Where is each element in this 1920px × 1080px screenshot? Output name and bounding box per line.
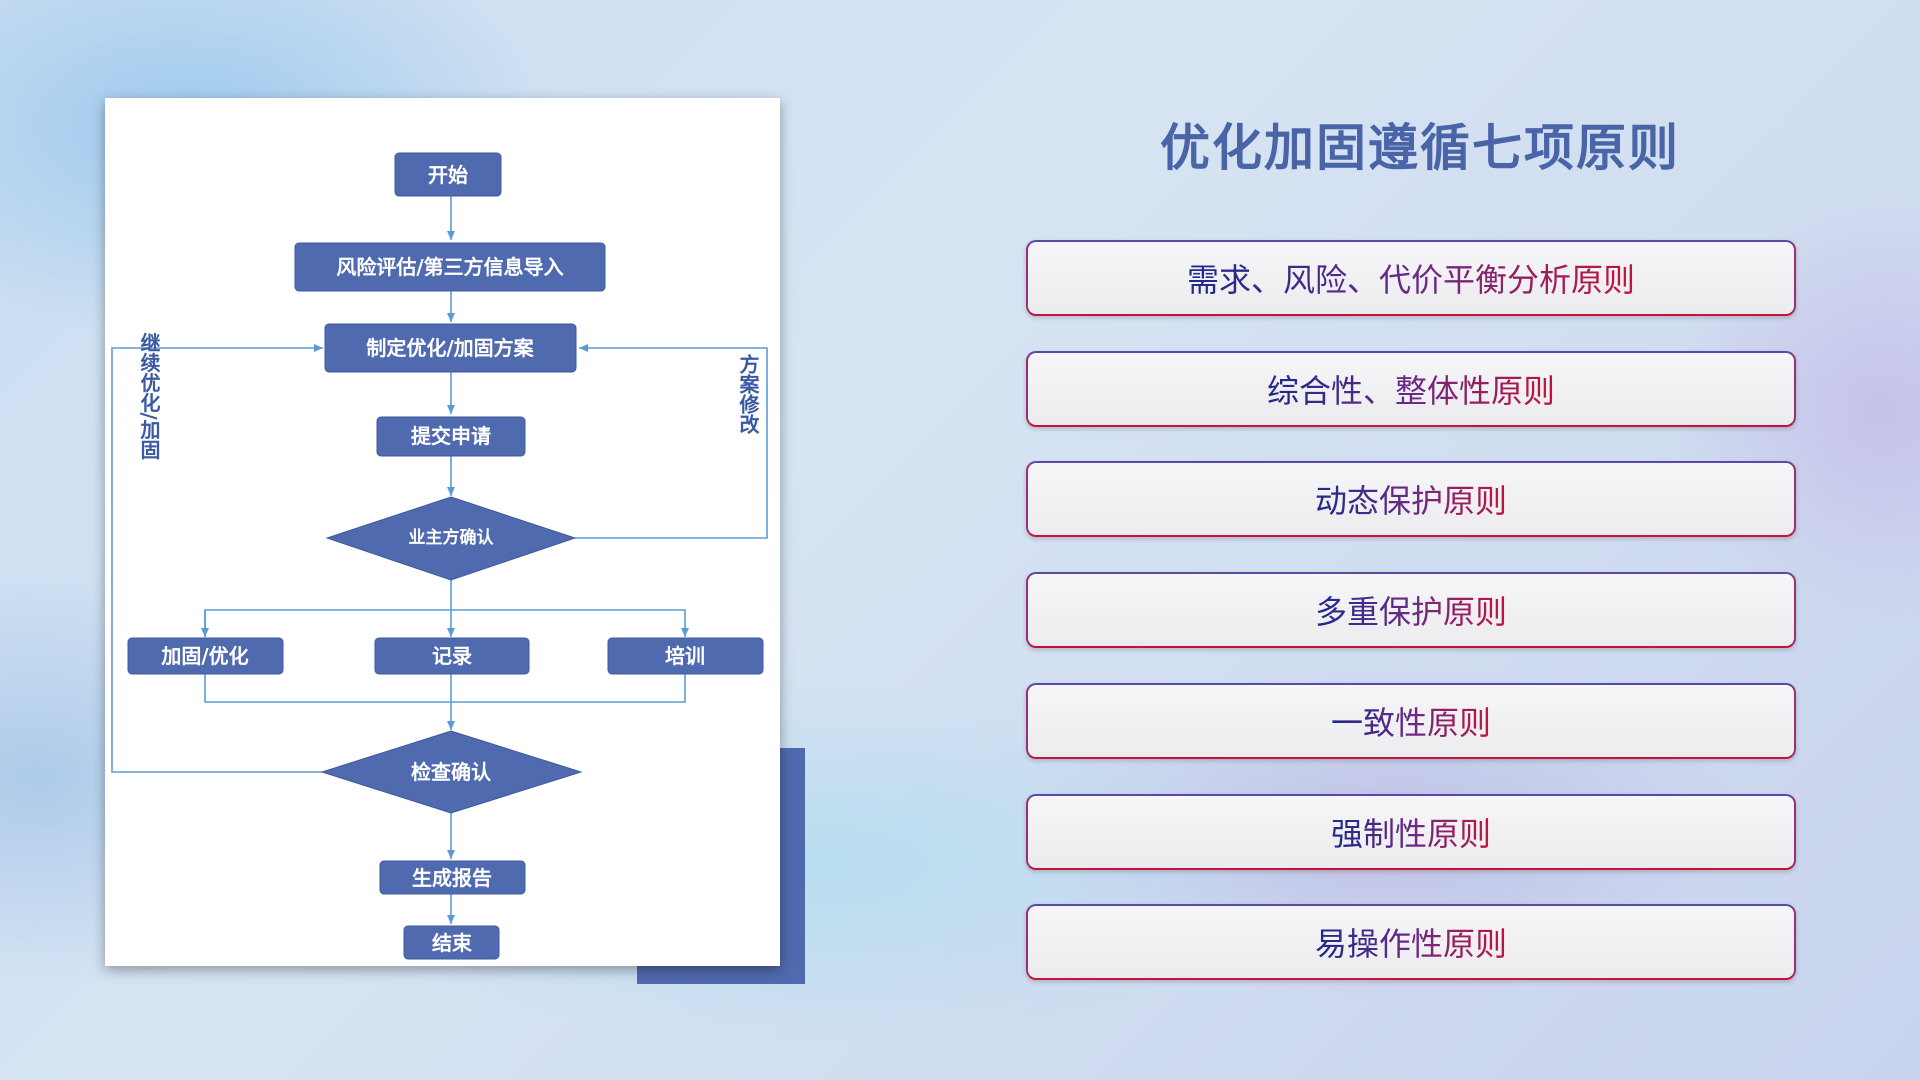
node-check-confirm-label: 检查确认 <box>411 760 492 784</box>
page-title: 优化加固遵循七项原则 <box>1160 119 1680 177</box>
continue-loop-label: 继续优化/加固 <box>137 331 161 460</box>
node-end-label: 结束 <box>432 931 473 955</box>
principle-label: 动态保护原则 <box>1315 476 1507 522</box>
node-harden: 加固/优化 <box>127 637 284 675</box>
node-risk-assess: 风险评估/第三方信息导入 <box>294 242 606 292</box>
node-report: 生成报告 <box>379 860 526 895</box>
edge-branch-training <box>204 609 689 637</box>
node-start: 开始 <box>394 152 502 197</box>
principle-card: 强制性原则 <box>1026 794 1796 870</box>
edge-merge <box>204 674 686 703</box>
node-check-confirm: 检查确认 <box>320 730 583 814</box>
node-make-plan-label: 制定优化/加固方案 <box>366 336 534 360</box>
principle-label: 一致性原则 <box>1331 698 1491 744</box>
principle-card: 多重保护原则 <box>1026 572 1796 648</box>
node-owner-confirm-label: 业主方确认 <box>409 527 495 548</box>
principle-label: 需求、风险、代价平衡分析原则 <box>1187 255 1635 301</box>
principle-label: 易操作性原则 <box>1315 919 1507 965</box>
principle-card: 需求、风险、代价平衡分析原则 <box>1026 240 1796 316</box>
principle-card: 易操作性原则 <box>1026 904 1796 980</box>
node-training-label: 培训 <box>665 644 705 668</box>
edge-revise-loop <box>575 344 768 539</box>
principle-label: 强制性原则 <box>1331 809 1491 855</box>
flowchart: 开始 风险评估/第三方信息导入 制定优化/加固方案 提交申请 业主方确认 加固/… <box>111 152 768 960</box>
principle-card: 综合性、整体性原则 <box>1026 351 1796 427</box>
node-record: 记录 <box>374 637 530 675</box>
edge-continue-loop <box>111 344 323 773</box>
node-owner-confirm: 业主方确认 <box>325 496 577 581</box>
principle-label: 多重保护原则 <box>1315 587 1507 633</box>
node-risk-assess-label: 风险评估/第三方信息导入 <box>336 255 563 279</box>
principle-card: 动态保护原则 <box>1026 461 1796 537</box>
principle-label: 综合性、整体性原则 <box>1267 366 1555 412</box>
node-start-label: 开始 <box>428 163 468 187</box>
node-training: 培训 <box>607 637 764 675</box>
node-make-plan: 制定优化/加固方案 <box>324 323 577 373</box>
principle-card: 一致性原则 <box>1026 683 1796 759</box>
node-record-label: 记录 <box>432 644 472 668</box>
node-harden-label: 加固/优化 <box>160 644 248 668</box>
connectors <box>111 196 768 924</box>
node-end: 结束 <box>403 925 500 960</box>
node-report-label: 生成报告 <box>412 866 492 890</box>
node-submit: 提交申请 <box>376 416 526 457</box>
revise-loop-label: 方案修改 <box>736 353 760 435</box>
flowchart-panel: 开始 风险评估/第三方信息导入 制定优化/加固方案 提交申请 业主方确认 加固/… <box>105 98 780 966</box>
node-submit-label: 提交申请 <box>411 424 491 448</box>
